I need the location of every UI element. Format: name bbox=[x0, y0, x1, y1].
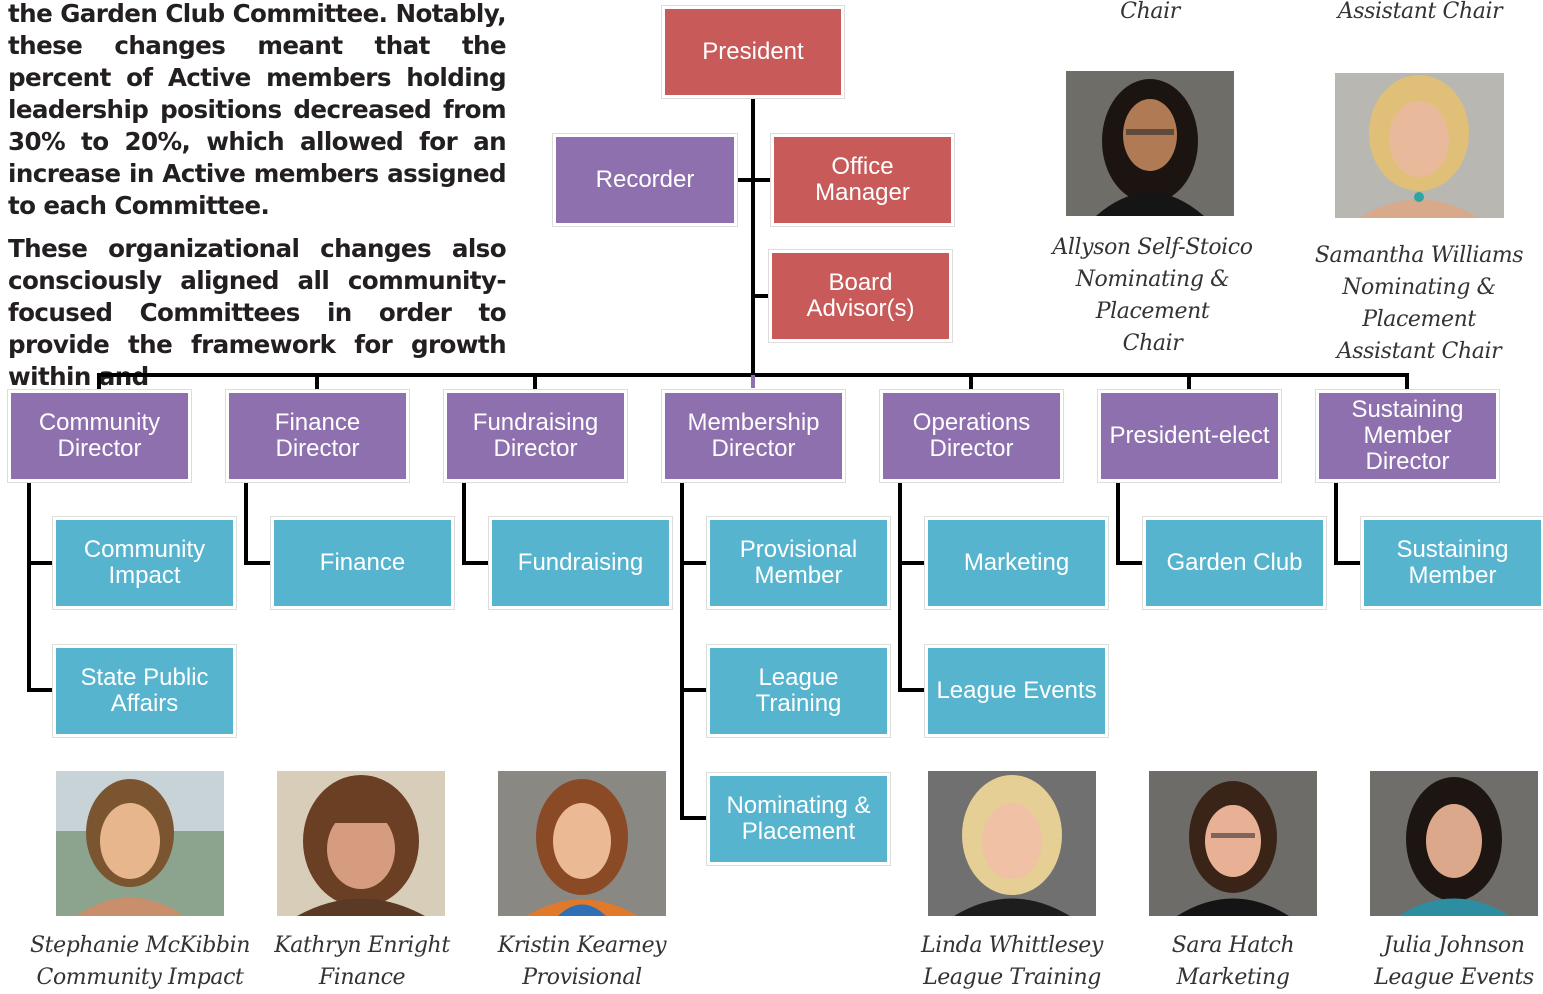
operations-director-box: Operations Director bbox=[883, 393, 1060, 479]
kathryn-caption: Kathryn Enright Finance bbox=[274, 933, 450, 990]
league-events-box: League Events bbox=[928, 648, 1105, 734]
kathryn-photo bbox=[277, 771, 445, 916]
membership-director-box: Membership Director bbox=[665, 393, 842, 479]
finance-committee-box: Finance bbox=[274, 520, 451, 606]
kristin-caption: Kristin Kearney Provisional bbox=[497, 933, 667, 990]
julia-caption: Julia Johnson League Events bbox=[1374, 933, 1534, 990]
linda-caption: Linda Whittlesey League Training bbox=[921, 933, 1103, 990]
finance-director-box: Finance Director bbox=[229, 393, 406, 479]
intro-text: the Garden Club Committee. Notably, thes… bbox=[8, 0, 507, 393]
stephanie-caption: Stephanie McKibbin Community Impact bbox=[29, 933, 250, 990]
league-training-box: League Training bbox=[710, 648, 887, 734]
fundraising-director-box: Fundraising Director bbox=[447, 393, 624, 479]
linda-photo bbox=[928, 771, 1096, 916]
intro-paragraph-1: the Garden Club Committee. Notably, thes… bbox=[8, 0, 507, 220]
allyson-photo bbox=[1066, 71, 1234, 216]
fundraising-committee-box: Fundraising bbox=[492, 520, 669, 606]
recorder-box: Recorder bbox=[556, 137, 734, 223]
kristin-photo bbox=[498, 771, 666, 916]
president-box: President bbox=[665, 9, 841, 95]
sustaining-member-box: Sustaining Member bbox=[1364, 520, 1541, 606]
president-elect-box: President-elect bbox=[1101, 393, 1278, 479]
marketing-box: Marketing bbox=[928, 520, 1105, 606]
julia-photo bbox=[1370, 771, 1538, 916]
community-director-box: Community Director bbox=[11, 393, 188, 479]
board-advisors-box: Board Advisor(s) bbox=[772, 253, 949, 339]
intro-paragraph-2: These organizational changes also consci… bbox=[8, 234, 507, 391]
top-assistant-chair-caption: Assistant Chair bbox=[1337, 0, 1503, 24]
provisional-member-box: Provisional Member bbox=[710, 520, 887, 606]
top-chair-caption: Chair bbox=[1120, 0, 1180, 24]
sustaining-member-director-box: Sustaining Member Director bbox=[1319, 393, 1496, 479]
sara-photo bbox=[1149, 771, 1317, 916]
office-manager-box: Office Manager bbox=[774, 137, 951, 223]
state-public-affairs-box: State Public Affairs bbox=[56, 648, 233, 734]
stephanie-photo bbox=[56, 771, 224, 916]
nominating-placement-box: Nominating & Placement bbox=[710, 776, 887, 862]
sara-caption: Sara Hatch Marketing bbox=[1171, 933, 1295, 990]
allyson-caption: Allyson Self-Stoico Nominating & Placeme… bbox=[1052, 235, 1253, 356]
garden-club-box: Garden Club bbox=[1146, 520, 1323, 606]
samantha-photo bbox=[1335, 73, 1504, 218]
samantha-caption: Samantha Williams Nominating & Placement… bbox=[1314, 243, 1524, 364]
community-impact-box: Community Impact bbox=[56, 520, 233, 606]
